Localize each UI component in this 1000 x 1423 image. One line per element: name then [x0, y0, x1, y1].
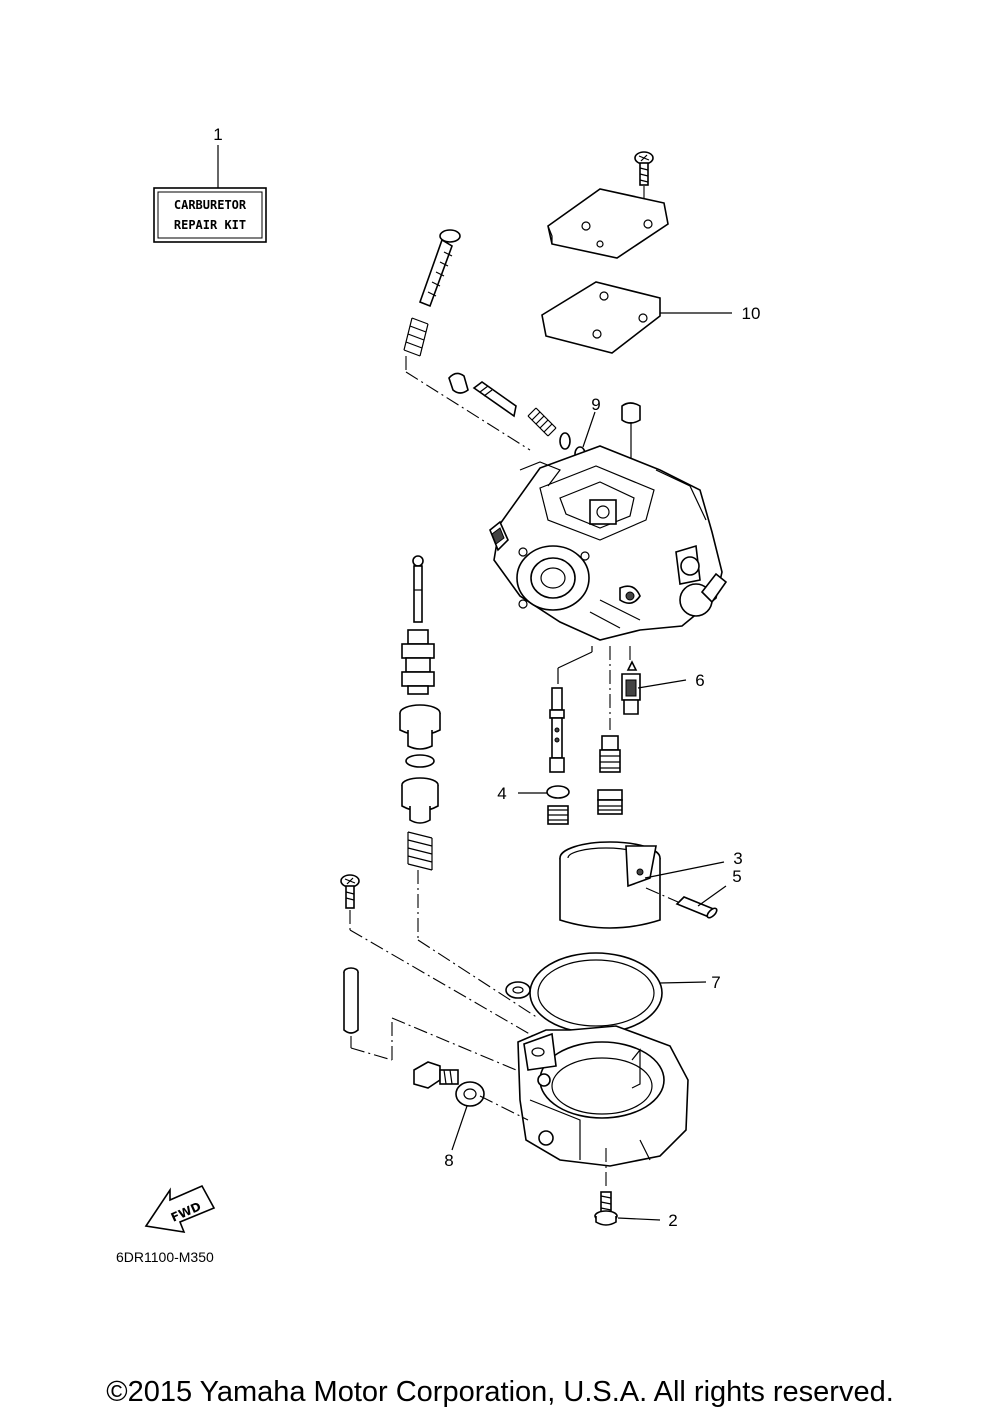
pilot-screw[interactable]	[418, 229, 461, 308]
jet-washer[interactable]	[405, 754, 435, 768]
callout-1[interactable]: 1	[213, 125, 222, 144]
needle-valve[interactable]	[621, 660, 641, 715]
jet-bushing[interactable]	[399, 704, 441, 750]
jet-spring[interactable]	[407, 831, 433, 871]
cover-gasket[interactable]	[541, 281, 661, 354]
cover-screw[interactable]	[634, 151, 654, 186]
throttle-cap[interactable]	[448, 372, 469, 394]
drain-washer[interactable]	[455, 1081, 485, 1107]
dowel-pin[interactable]	[343, 967, 359, 1034]
diagram-code: 6DR1100-M350	[116, 1249, 214, 1265]
float-pin[interactable]	[675, 896, 718, 919]
float-bowl[interactable]	[517, 1025, 689, 1167]
jet-o-ring[interactable]	[546, 785, 570, 799]
main-jet-plug[interactable]	[547, 805, 569, 825]
callout-5[interactable]: 5	[732, 867, 741, 886]
forward-arrow-icon: FWD	[144, 1184, 216, 1234]
callout-2[interactable]: 2	[668, 1211, 677, 1230]
callout-7[interactable]: 7	[711, 973, 720, 992]
jet-cup[interactable]	[401, 777, 439, 824]
pilot-screw-spring[interactable]	[403, 317, 429, 357]
carburetor-body[interactable]	[489, 445, 728, 641]
bowl-bottom-screw[interactable]	[594, 1191, 618, 1226]
throttle-spring[interactable]	[527, 407, 557, 437]
bowl-screw[interactable]	[340, 874, 360, 909]
top-cover-plate[interactable]	[547, 188, 669, 259]
callout-8[interactable]: 8	[444, 1151, 453, 1170]
emulsion-tube[interactable]	[599, 735, 621, 773]
main-nozzle-needle[interactable]	[412, 555, 424, 623]
callout-10[interactable]: 10	[742, 304, 761, 323]
callout-6[interactable]: 6	[695, 671, 704, 690]
callout-9[interactable]: 9	[591, 395, 600, 414]
kit-label-line2: REPAIR KIT	[174, 218, 246, 232]
top-plug[interactable]	[621, 402, 641, 424]
throttle-shaft[interactable]	[472, 381, 517, 418]
bowl-gasket[interactable]	[505, 952, 663, 1034]
drain-screw[interactable]	[413, 1061, 459, 1089]
slow-jet-plug[interactable]	[597, 789, 623, 815]
float[interactable]	[559, 841, 661, 929]
throttle-washer[interactable]	[559, 432, 571, 450]
callout-4[interactable]: 4	[497, 784, 506, 803]
repair-kit-label[interactable]: CARBURETOR REPAIR KIT	[153, 145, 267, 243]
callout-3[interactable]: 3	[733, 849, 742, 868]
kit-label-line1: CARBURETOR	[174, 198, 247, 212]
pilot-jet[interactable]	[549, 687, 565, 773]
main-jet-holder[interactable]	[401, 629, 435, 695]
copyright-notice: ©2015 Yamaha Motor Corporation, U.S.A. A…	[106, 1376, 894, 1408]
